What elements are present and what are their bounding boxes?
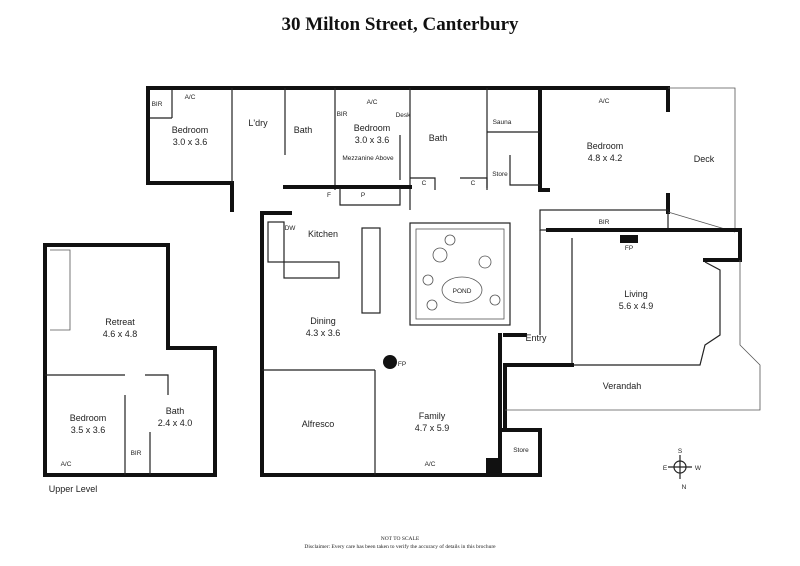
- bir-label: BIR: [131, 450, 142, 457]
- mezzanine-label: Mezzanine Above: [342, 155, 394, 162]
- bedroom-dim: 3.5 x 3.6: [71, 425, 106, 435]
- bir-label: BIR: [152, 101, 163, 108]
- pond-label: POND: [453, 288, 472, 295]
- walls: [43, 86, 761, 477]
- bedroom-label: Bedroom: [172, 125, 209, 135]
- compass-n: N: [682, 484, 687, 491]
- dining-dim: 4.3 x 3.6: [306, 328, 341, 338]
- dishwasher-label: DW: [285, 225, 297, 232]
- family-label: Family: [419, 411, 446, 421]
- living-dim: 5.6 x 4.9: [619, 301, 654, 311]
- bedroom-dim: 3.0 x 3.6: [355, 135, 390, 145]
- cupboard-label: C: [422, 180, 427, 187]
- compass-icon: S N E W: [663, 448, 702, 491]
- ac-label: A/C: [425, 461, 436, 468]
- compass-w: W: [695, 465, 702, 472]
- bedroom-dim: 4.8 x 4.2: [588, 153, 623, 163]
- store-label: Store: [492, 171, 508, 178]
- verandah-label: Verandah: [603, 381, 642, 391]
- desk-label: Desk: [396, 112, 412, 119]
- ac-label: A/C: [61, 461, 72, 468]
- footer-note: NOT TO SCALE Disclaimer: Every care has …: [0, 535, 800, 551]
- ac-label: A/C: [599, 98, 610, 105]
- plan-title: 30 Milton Street, Canterbury: [281, 14, 519, 35]
- compass-s: S: [678, 448, 683, 455]
- ac-label: A/C: [367, 99, 378, 106]
- bath-label: Bath: [429, 133, 448, 143]
- dining-label: Dining: [310, 316, 336, 326]
- fireplace-label: FP: [625, 245, 633, 252]
- sauna-label: Sauna: [493, 119, 512, 126]
- fridge-label: F: [327, 192, 331, 199]
- cupboard-label: C: [471, 180, 476, 187]
- bedroom-label: Bedroom: [587, 141, 624, 151]
- bath-label: Bath: [166, 406, 185, 416]
- fireplace-label: FP: [398, 361, 406, 368]
- family-dim: 4.7 x 5.9: [415, 423, 450, 433]
- not-to-scale: NOT TO SCALE: [380, 536, 420, 542]
- alfresco-label: Alfresco: [302, 419, 335, 429]
- bedroom-label: Bedroom: [354, 123, 391, 133]
- entry-label: Entry: [525, 333, 547, 343]
- living-label: Living: [624, 289, 648, 299]
- bath-dim: 2.4 x 4.0: [158, 418, 193, 428]
- bir-label: BIR: [599, 219, 610, 226]
- bath-label: Bath: [294, 125, 313, 135]
- kitchen-label: Kitchen: [308, 229, 338, 239]
- room-labels: BIR A/C Bedroom 3.0 x 3.6 L'dry Bath BIR…: [49, 94, 715, 494]
- pantry-label: P: [361, 192, 365, 199]
- retreat-dim: 4.6 x 4.8: [103, 329, 138, 339]
- bedroom-label: Bedroom: [70, 413, 107, 423]
- retreat-label: Retreat: [105, 317, 135, 327]
- compass-e: E: [663, 465, 668, 472]
- bir-label: BIR: [337, 111, 348, 118]
- bedroom-dim: 3.0 x 3.6: [173, 137, 208, 147]
- deck-label: Deck: [694, 154, 715, 164]
- ac-label: A/C: [185, 94, 196, 101]
- upper-level-label: Upper Level: [49, 484, 98, 494]
- store-label: Store: [513, 447, 529, 454]
- disclaimer: Disclaimer: Every care has been taken to…: [304, 544, 496, 550]
- laundry-label: L'dry: [248, 118, 268, 128]
